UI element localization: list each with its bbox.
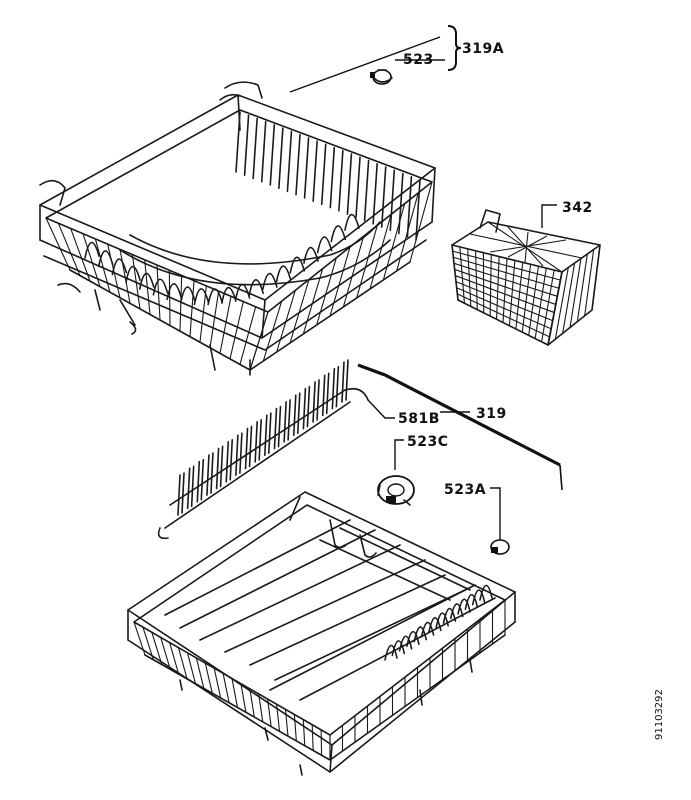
part-523c-wheel <box>377 475 415 506</box>
lower-basket <box>127 491 516 776</box>
part-523-clip <box>370 69 393 85</box>
label-319: 319 <box>476 406 507 422</box>
label-523a: 523A <box>444 482 486 498</box>
tine-rack-581b <box>157 359 369 540</box>
label-523c: 523C <box>407 434 449 450</box>
label-342: 342 <box>562 200 593 216</box>
drawing-code: 91103292 <box>654 689 665 740</box>
leader-lines <box>289 25 557 540</box>
cutlery-basket <box>451 209 601 346</box>
upper-basket <box>39 81 436 376</box>
part-523a-wheel <box>490 539 510 555</box>
label-523: 523 <box>403 52 434 68</box>
label-319a: 319A <box>462 41 504 57</box>
rail-319 <box>357 363 563 491</box>
label-581b: 581B <box>398 411 440 427</box>
